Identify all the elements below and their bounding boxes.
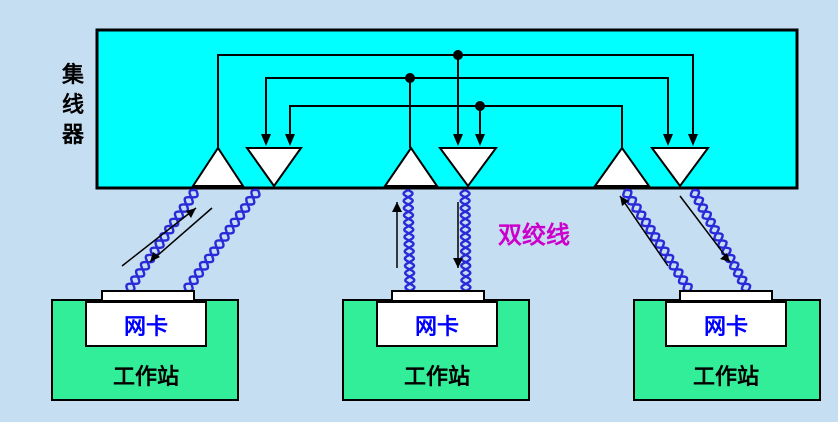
workstation-label: 工作站 <box>404 365 470 390</box>
junction-dot-2 <box>405 73 415 83</box>
nic-connector <box>391 290 485 302</box>
arrowhead-4 <box>475 134 485 146</box>
junction-dot-1 <box>453 50 463 60</box>
arrow-down-left <box>149 207 213 263</box>
twisted-pair-label: 双绞线 <box>498 221 570 249</box>
arrowhead-5 <box>663 134 673 146</box>
arrowhead-2 <box>285 134 295 146</box>
port-down-triangle-1 <box>245 147 303 188</box>
hub-label-char-3: 器 <box>61 123 85 148</box>
hub-ports <box>191 146 710 188</box>
nic-label: 网卡 <box>415 315 459 340</box>
arrowhead-6 <box>688 134 698 146</box>
arrowhead-up-left <box>186 208 196 218</box>
junction-dot-3 <box>475 101 485 111</box>
nic-connector <box>679 290 773 302</box>
hub-label-char-1: 集 <box>61 62 85 88</box>
twisted-pair-wire-4-2 <box>459 188 472 293</box>
twisted-pair-wire-3-2 <box>402 188 416 293</box>
hub-label-char-2: 线 <box>62 92 84 118</box>
arrow-up-left <box>121 207 197 267</box>
twisted-pair-wire-5-2 <box>625 188 690 293</box>
arrowhead-3 <box>453 134 463 146</box>
arrowhead-down-center <box>453 258 463 268</box>
arrow-down-right <box>679 195 731 263</box>
port-down-triangle-2 <box>438 147 498 188</box>
workstation-1: 网卡 工作站 <box>51 290 239 401</box>
workstation-2: 网卡 工作站 <box>342 290 530 401</box>
twisted-pair-wire-6-2 <box>692 188 749 293</box>
signal-arrows <box>121 195 731 268</box>
port-up-triangle-2 <box>383 146 439 187</box>
nic-card <box>85 301 207 347</box>
port-down-triangle-3 <box>650 147 710 188</box>
arrowhead-down-right <box>720 253 730 262</box>
arrowhead-1 <box>261 134 271 146</box>
bus-line-3 <box>289 105 623 148</box>
nic-label: 网卡 <box>124 315 168 340</box>
workstation-3: 网卡 工作站 <box>633 290 821 401</box>
arrowhead-down-left <box>150 252 160 262</box>
arrowhead-up-center <box>392 202 402 212</box>
bus-arrowheads <box>261 134 698 146</box>
nic-card <box>376 301 498 347</box>
port-up-triangle-1 <box>191 146 245 187</box>
bus-line-2 <box>265 77 669 135</box>
bus-junctions <box>405 50 485 111</box>
arrow-up-right <box>619 195 669 267</box>
nic-label: 网卡 <box>704 315 748 340</box>
arrowhead-up-right <box>620 196 629 206</box>
workstation-label: 工作站 <box>693 365 759 390</box>
signal-arrowheads <box>150 196 730 268</box>
twisted-pair-wire-2-2 <box>183 189 261 292</box>
workstation-label: 工作站 <box>113 365 179 390</box>
nic-card <box>665 301 787 347</box>
port-up-triangle-3 <box>593 146 651 187</box>
twisted-pair-cables <box>125 188 752 293</box>
nic-connector <box>101 290 195 302</box>
twisted-pair-wire-1-2 <box>125 189 199 292</box>
